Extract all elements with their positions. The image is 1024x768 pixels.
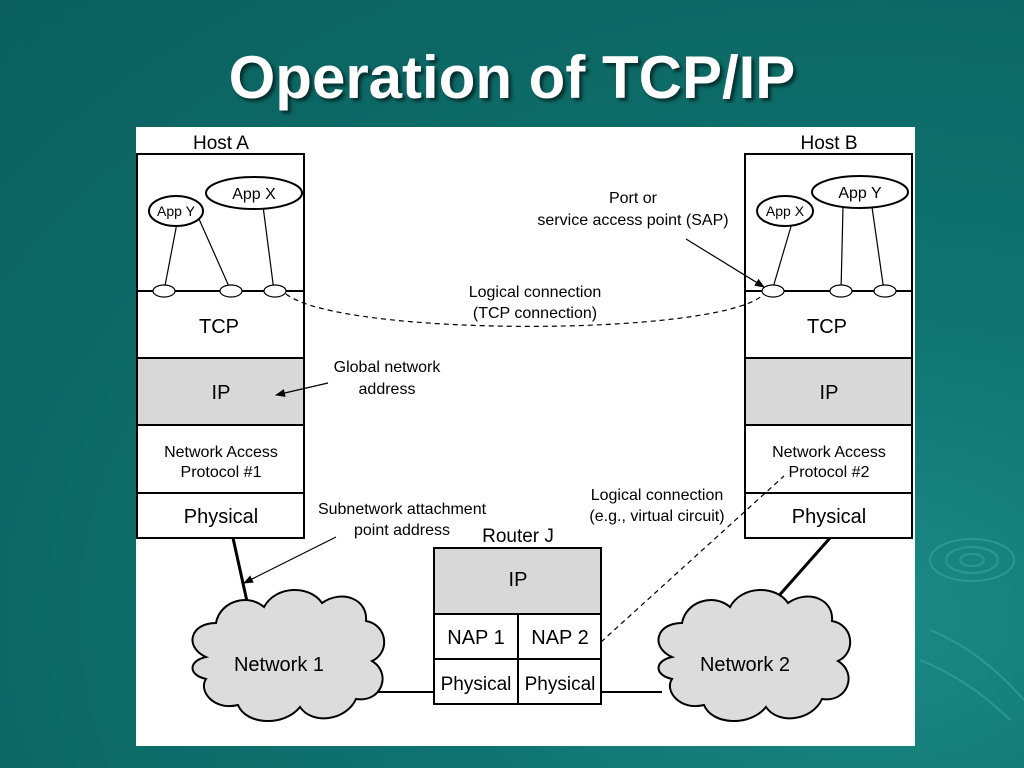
host-a-port xyxy=(219,284,243,298)
host-b-ip-layer xyxy=(744,357,913,426)
host-b-na-label-2: Protocol #2 xyxy=(789,464,870,481)
host-b-tcp-label: TCP xyxy=(807,316,847,338)
host-a: Host A App Y App X TCP IP Network Access… xyxy=(136,133,305,539)
host-a-physical-label: Physical xyxy=(184,506,258,528)
host-b-ip-label: IP xyxy=(820,382,839,404)
router-ip-layer xyxy=(433,547,602,615)
host-b-port xyxy=(873,284,897,298)
host-b-port xyxy=(829,284,853,298)
network-2-cloud: Network 2 xyxy=(657,589,852,722)
host-a-na-label-1: Network Access xyxy=(164,444,278,461)
network-1-cloud: Network 1 xyxy=(191,589,386,722)
host-b: Host B App X App Y TCP IP Network Access… xyxy=(744,133,913,539)
arrow-subnet-address xyxy=(243,536,337,584)
host-b-app-x xyxy=(756,195,814,227)
annotation-logical-vc-1: Logical connection xyxy=(591,487,724,504)
router-physical-1-label: Physical xyxy=(441,674,512,695)
host-a-port xyxy=(152,284,176,298)
router-nap2-label: NAP 2 xyxy=(531,627,588,649)
annotation-logical-tcp-1: Logical connection xyxy=(469,284,602,301)
annotation-subnet-2: point address xyxy=(354,522,450,539)
host-b-app-y xyxy=(811,175,909,209)
arrow-port-sap xyxy=(685,238,765,288)
annotation-logical-vc-2: (e.g., virtual circuit) xyxy=(589,508,724,525)
tcpip-diagram: Host A App Y App X TCP IP Network Access… xyxy=(136,133,913,722)
link-host-b-network-2 xyxy=(774,537,832,600)
host-b-title: Host B xyxy=(800,133,857,154)
host-a-na-label-2: Protocol #1 xyxy=(181,464,262,481)
host-b-na-label-1: Network Access xyxy=(772,444,886,461)
router-physical-2-label: Physical xyxy=(525,674,596,695)
annotation-subnet-1: Subnetwork attachment xyxy=(318,501,487,518)
host-a-title: Host A xyxy=(193,133,249,154)
arrow-global-address xyxy=(275,382,329,397)
annotation-global-1: Global network xyxy=(334,359,442,376)
router-ip-label: IP xyxy=(509,569,528,591)
slide-title: Operation of TCP/IP xyxy=(228,44,796,111)
host-b-app-y-label: App Y xyxy=(838,185,882,202)
network-2-label: Network 2 xyxy=(700,654,790,676)
host-b-physical-label: Physical xyxy=(792,506,866,528)
annotation-global-2: address xyxy=(359,381,416,398)
router-nap1-label: NAP 1 xyxy=(447,627,504,649)
host-a-port xyxy=(263,284,287,298)
annotation-port-1: Port or xyxy=(609,190,658,207)
host-a-tcp-label: TCP xyxy=(199,316,239,338)
annotation-logical-tcp-2: (TCP connection) xyxy=(473,305,597,322)
annotation-port-2: service access point (SAP) xyxy=(537,212,728,229)
host-a-ip-label: IP xyxy=(212,382,231,404)
host-b-port xyxy=(761,284,785,298)
diagram-canvas: Host A App Y App X TCP IP Network Access… xyxy=(136,127,915,746)
host-b-app-x-label: App X xyxy=(766,203,805,219)
host-a-app-y-label: App Y xyxy=(157,203,196,219)
logical-tcp-connection xyxy=(285,293,764,327)
router-title: Router J xyxy=(482,526,554,547)
network-1-label: Network 1 xyxy=(234,654,324,676)
router-j: Router J IP NAP 1 NAP 2 Physical Physica… xyxy=(433,526,602,705)
host-a-app-x xyxy=(205,176,303,210)
host-a-app-x-label: App X xyxy=(232,186,276,203)
host-a-app-y xyxy=(148,195,204,227)
ripple-decoration xyxy=(920,538,1024,720)
